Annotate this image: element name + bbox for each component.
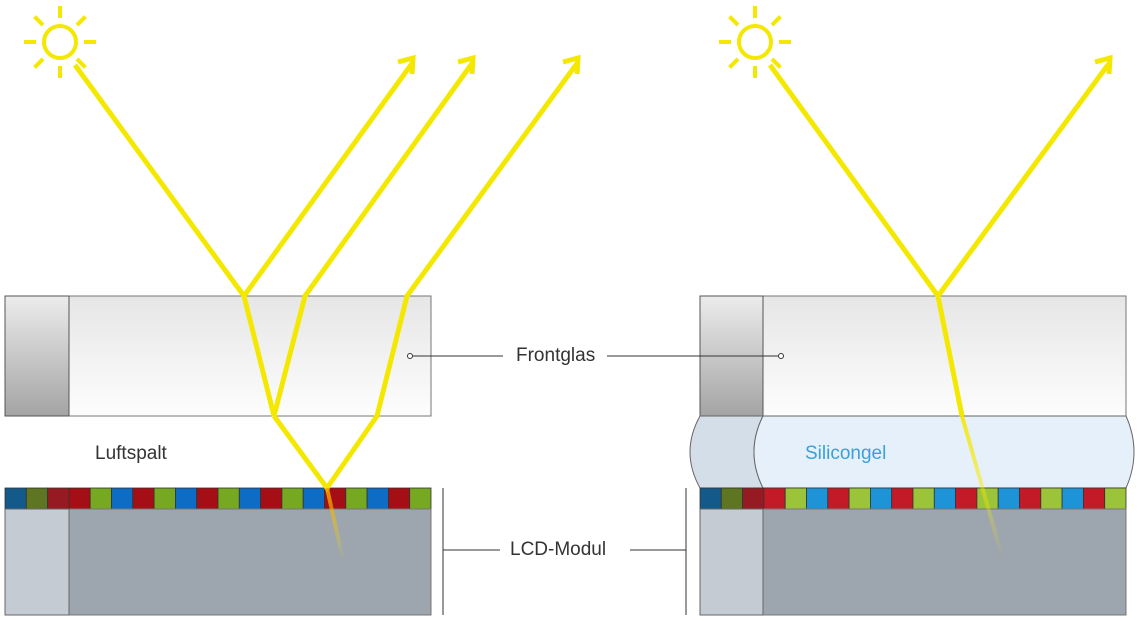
right-ray-transmitted <box>960 415 1005 561</box>
air-gap-label: Luftspalt <box>95 443 167 464</box>
sun-icon <box>719 6 791 78</box>
lcd-subpixel <box>409 487 432 510</box>
lcd-subpixel <box>784 487 807 510</box>
lcd-subpixel <box>1061 487 1084 510</box>
lcd-subpixel <box>153 487 176 510</box>
lcd-subpixel <box>1083 487 1106 510</box>
left-lcd-module <box>4 508 432 616</box>
lcd-subpixel <box>699 487 722 510</box>
lcd-subpixel <box>260 487 283 510</box>
lcd-module-label: LCD-Modul <box>510 539 607 560</box>
left-ray-refract-2 <box>271 60 581 493</box>
arrow-icon <box>1094 54 1113 75</box>
frontglass-label: Frontglas <box>516 345 596 366</box>
arrow-icon <box>397 54 416 75</box>
lcd-subpixel <box>47 487 70 510</box>
right-ray <box>767 60 1113 301</box>
right-lcd-module <box>699 508 1127 616</box>
light-rays <box>72 54 1113 561</box>
lcd-subpixel <box>132 487 155 510</box>
arrow-icon <box>457 54 476 75</box>
lcd-subpixel <box>1104 487 1127 510</box>
silicone-gel-label: Silicongel <box>805 443 887 464</box>
right-ray-refract <box>935 295 965 417</box>
lcd-subpixel <box>1019 487 1042 510</box>
lcd-subpixel <box>4 487 27 510</box>
sun-icon <box>24 6 96 78</box>
lcd-subpixel <box>955 487 978 510</box>
lcd-subpixel <box>387 487 411 510</box>
lcd-subpixel <box>345 487 368 510</box>
lcd-subpixel <box>366 487 389 510</box>
leader-lines <box>407 353 784 615</box>
lcd-subpixel <box>68 487 91 510</box>
lcd-subpixel <box>933 487 956 510</box>
lcd-subpixel <box>111 487 134 510</box>
left-ray-1 <box>72 60 416 301</box>
lcd-subpixel <box>742 487 765 510</box>
lcd-subpixel <box>89 487 112 510</box>
lcd-subpixel <box>891 487 914 510</box>
lcd-subpixel <box>763 487 786 510</box>
lcd-subpixel <box>827 487 850 510</box>
lcd-subpixel <box>281 487 304 510</box>
left-frontglass <box>4 295 432 417</box>
lcd-subpixel <box>848 487 871 510</box>
lcd-subpixel <box>1040 487 1063 510</box>
lcd-subpixel <box>196 487 219 510</box>
left-lcd-pixel-strip <box>4 487 432 510</box>
left-ray-absorbed <box>325 487 345 561</box>
lcd-subpixel <box>720 487 743 510</box>
left-ray-refract <box>241 60 476 417</box>
right-lcd-pixel-strip <box>699 487 1127 510</box>
sun-icons <box>24 6 791 78</box>
lcd-subpixel <box>997 487 1020 510</box>
lcd-subpixel <box>302 487 325 510</box>
lcd-subpixel <box>912 487 935 510</box>
lcd-subpixel <box>25 487 48 510</box>
arrow-icon <box>562 54 581 75</box>
lcd-subpixel <box>217 487 240 510</box>
silicone-gel-layer <box>689 415 1135 489</box>
lcd-subpixel <box>870 487 893 510</box>
lcd-subpixel <box>238 487 262 510</box>
lcd-subpixel <box>806 487 829 510</box>
lcd-subpixel <box>174 487 198 510</box>
